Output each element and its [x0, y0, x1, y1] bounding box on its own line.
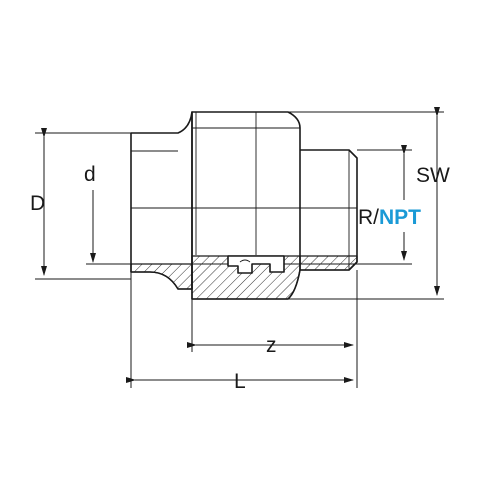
L-label: L: [234, 370, 246, 393]
SW-label: SW: [416, 164, 450, 187]
left-section-hatch: [130, 263, 193, 290]
thread-label: R/NPT: [358, 206, 421, 229]
d-label: d: [84, 163, 96, 186]
dimension-D: D: [30, 128, 131, 280]
fitting-body: [130, 111, 358, 300]
right-section-hatch: [299, 255, 358, 271]
thread-callout: R/NPT: [357, 145, 421, 265]
dimension-z: z: [187, 270, 358, 357]
seal-ring: [239, 259, 251, 263]
D-label: D: [30, 192, 45, 215]
dimension-L: L: [126, 272, 358, 393]
dimension-d: d: [84, 163, 131, 265]
left-socket-outline: [130, 111, 193, 290]
z-label: z: [266, 334, 277, 357]
thread-prefix: R/: [358, 206, 379, 229]
right-thread-end-outline: [300, 149, 358, 271]
dimension-SW: SW: [288, 107, 450, 300]
thread-standard-npt: NPT: [379, 206, 421, 229]
